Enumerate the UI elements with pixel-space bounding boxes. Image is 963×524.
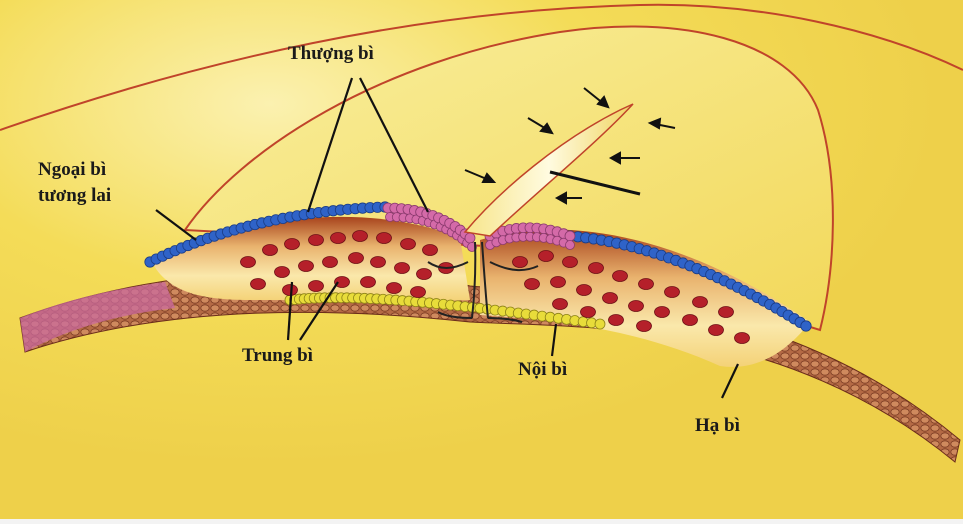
mesoderm-cell (552, 298, 568, 310)
mesoderm-cell (692, 296, 708, 308)
mesoderm-cell (308, 280, 324, 292)
mesoderm-cell (734, 332, 750, 344)
mesoderm-cells (240, 230, 750, 344)
mesoderm-cell (360, 276, 376, 288)
mesoderm-cell (576, 284, 592, 296)
epiblast-cell (464, 232, 476, 244)
mesoderm-cell (322, 256, 338, 268)
label-ngoai-bi-line1: Ngoại bì (38, 159, 107, 180)
mesoderm-cell (284, 238, 300, 250)
mesoderm-cell (538, 250, 554, 262)
mesoderm-cell (370, 256, 386, 268)
mesoderm-cell (612, 270, 628, 282)
mesoderm-cell (524, 278, 540, 290)
mesoderm-cell (638, 278, 654, 290)
mesoderm-cell (580, 306, 596, 318)
mesoderm-cell (308, 234, 324, 246)
mesoderm-cell (334, 276, 350, 288)
mesoderm-cell (416, 268, 432, 280)
leader-lines (155, 77, 739, 399)
epiblast-cell (564, 230, 576, 242)
mesoderm-cell (262, 244, 278, 256)
mesoderm-cell (376, 232, 392, 244)
mesoderm-cell (386, 282, 402, 294)
mesoderm-cell (512, 256, 528, 268)
mesoderm-cell (282, 284, 298, 296)
mesoderm-cell (330, 232, 346, 244)
mesoderm-cell (298, 260, 314, 272)
mesoderm-cell (250, 278, 266, 290)
mesoderm-cell (562, 256, 578, 268)
mesoderm-cell (400, 238, 416, 250)
mesoderm-cell (664, 286, 680, 298)
ectoderm-cells (144, 201, 812, 332)
endoderm-cell (594, 318, 606, 330)
mesoderm-cell (654, 306, 670, 318)
inward-arrows (464, 87, 676, 205)
mesoderm-cell (410, 286, 426, 298)
endoderm-cells (284, 292, 606, 330)
epiblast-cell (565, 240, 575, 250)
mesoderm-cell (394, 262, 410, 274)
label-ha-bi: Hạ bì (695, 415, 740, 436)
left-pink-cells (20, 282, 175, 352)
migration-arrows (427, 241, 539, 323)
outer-boundary (0, 3, 963, 131)
mesoderm-cell (718, 306, 734, 318)
label-ngoai-bi-line2: tương lai (38, 185, 112, 206)
label-thuong-bi: Thượng bì (288, 43, 374, 64)
mesoderm-cell (348, 252, 364, 264)
mesoderm-cell (240, 256, 256, 268)
primitive-streak (463, 103, 634, 237)
mesoderm-cell (682, 314, 698, 326)
label-trung-bi: Trung bì (242, 345, 313, 366)
label-noi-bi: Nội bì (518, 359, 568, 380)
mesoderm-cell (550, 276, 566, 288)
mesoderm-cell (588, 262, 604, 274)
mesoderm-cell (274, 266, 290, 278)
mesoderm-cell (602, 292, 618, 304)
ectoderm-cell (800, 320, 812, 332)
mesoderm-cell (608, 314, 624, 326)
streak-pointer (549, 170, 641, 196)
mesoderm-cell (352, 230, 368, 242)
mesoderm-cell (628, 300, 644, 312)
mesoderm-cell (422, 244, 438, 256)
mesoderm-cell (636, 320, 652, 332)
mesoderm-cell (708, 324, 724, 336)
